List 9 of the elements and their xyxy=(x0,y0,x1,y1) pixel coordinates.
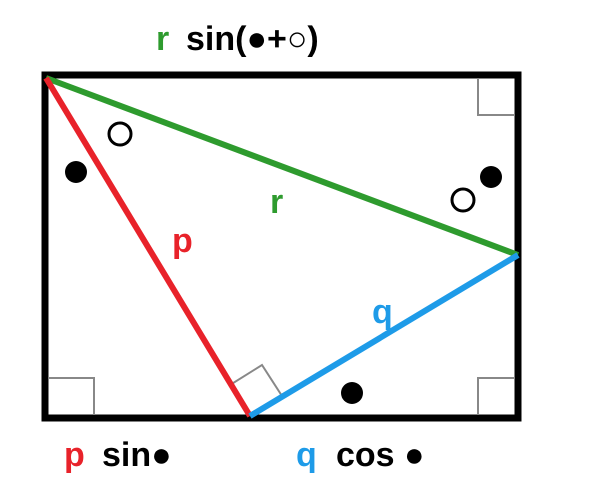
formula-text: cos ● xyxy=(336,436,425,474)
variable-label: p xyxy=(64,436,85,474)
formula-text: sin(●+○) xyxy=(186,20,319,58)
formula-text: sin● xyxy=(102,436,172,474)
variable-label: q xyxy=(296,436,317,474)
side-label: p xyxy=(172,222,193,260)
side-label: r xyxy=(270,183,284,221)
side-label: q xyxy=(372,293,393,331)
variable-label: r xyxy=(156,20,170,58)
